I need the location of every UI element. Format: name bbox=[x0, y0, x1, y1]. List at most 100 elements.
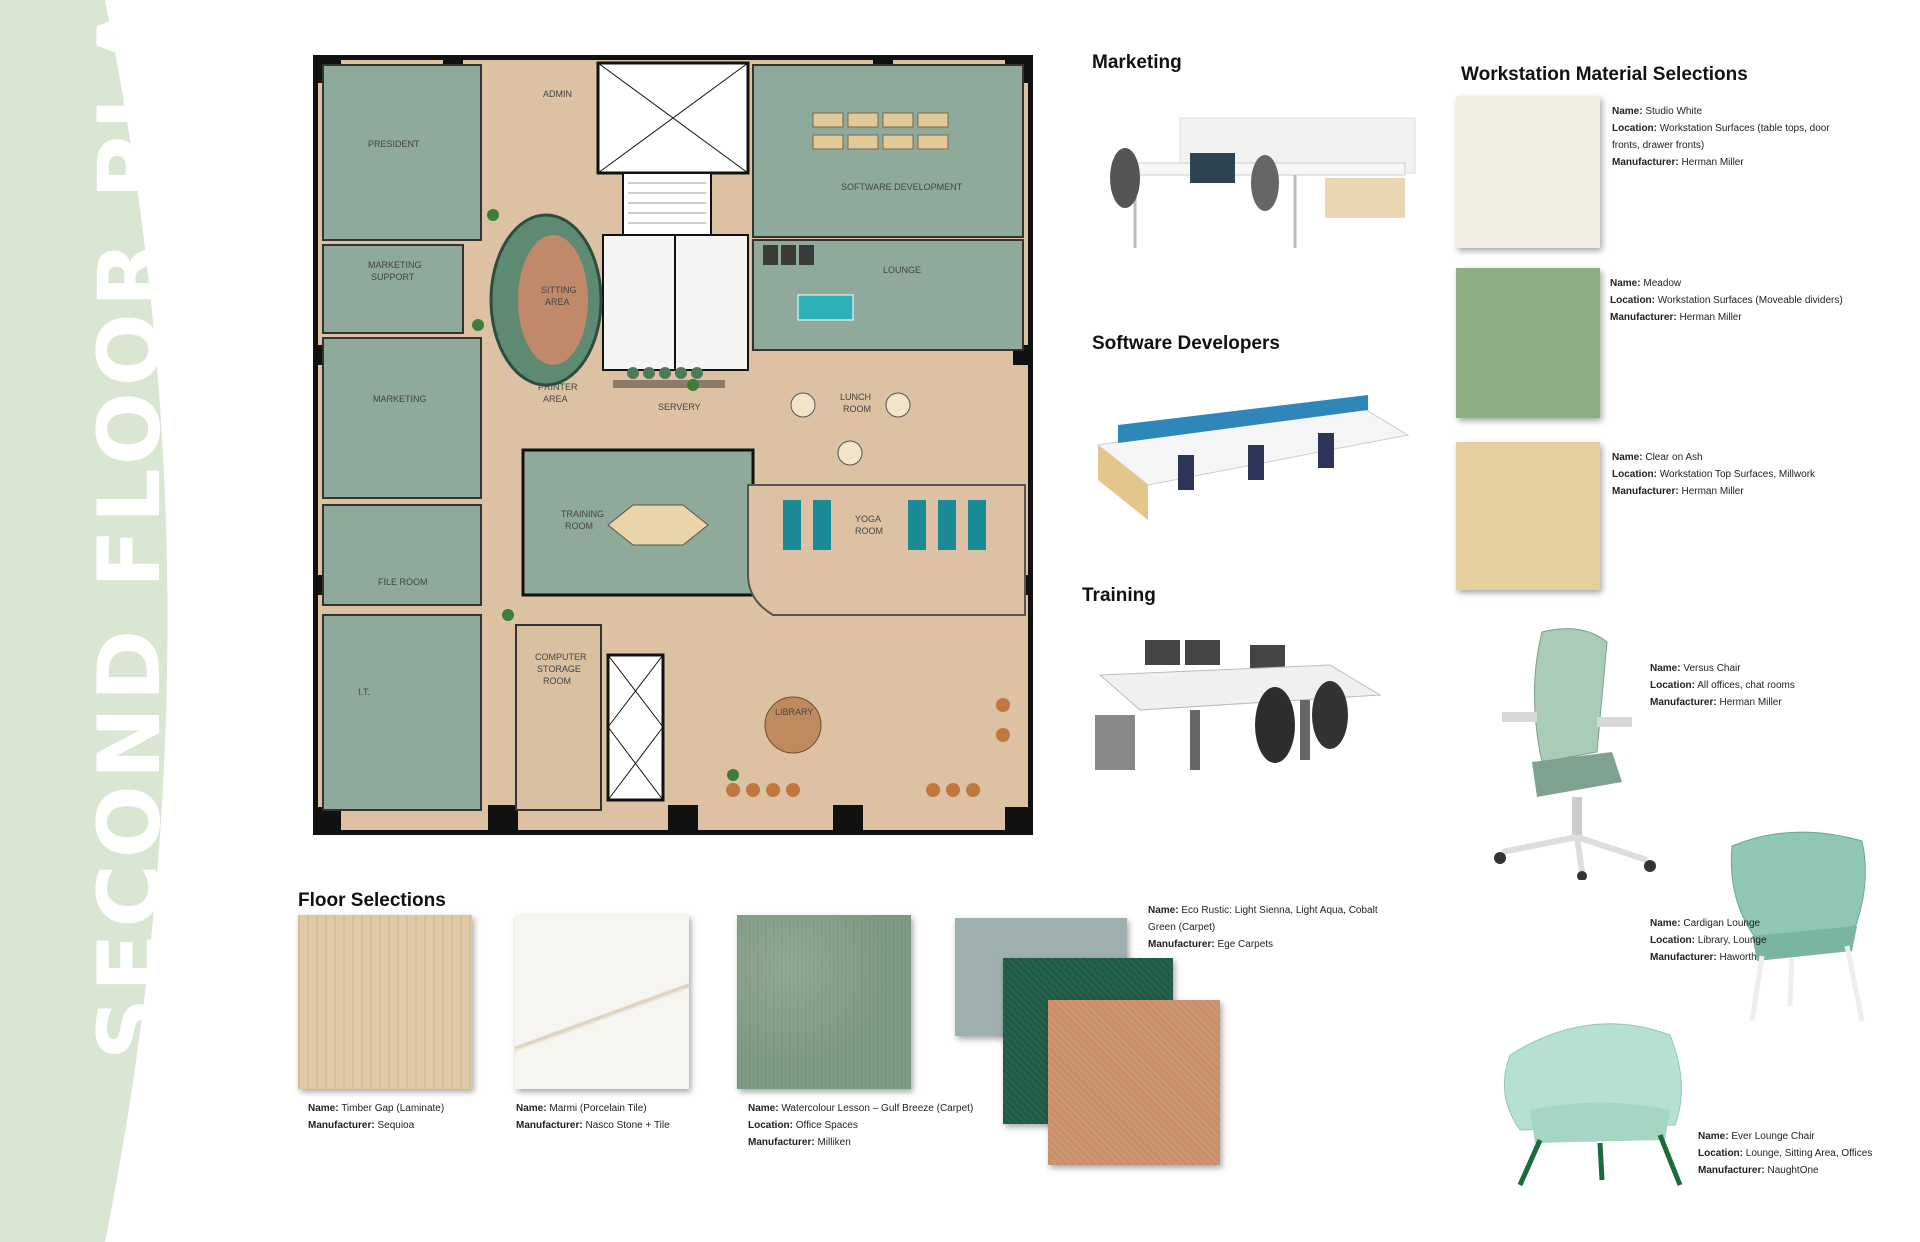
label-yoga-1: YOGA bbox=[855, 514, 881, 524]
swatch-timber-gap bbox=[298, 915, 472, 1089]
location-label: Location: bbox=[1698, 1148, 1743, 1159]
floor-manufacturer: Nasco Stone + Tile bbox=[585, 1120, 670, 1131]
marketing-support-office bbox=[322, 244, 464, 334]
label-sitting-1: SITTING bbox=[541, 285, 577, 295]
label-software: SOFTWARE DEVELOPMENT bbox=[841, 182, 963, 192]
software-room bbox=[752, 64, 1024, 238]
label-president: PRESIDENT bbox=[368, 139, 420, 149]
ever-lounge-image bbox=[1503, 1023, 1683, 1187]
manufacturer-label: Manufacturer: bbox=[748, 1137, 815, 1148]
label-it: I.T. bbox=[358, 687, 370, 697]
material-manufacturer: Herman Miller bbox=[1679, 312, 1742, 323]
manufacturer-label: Manufacturer: bbox=[1148, 939, 1215, 950]
name-label: Name: bbox=[1610, 278, 1641, 289]
library-table bbox=[764, 696, 822, 754]
material-name: Studio White bbox=[1645, 106, 1703, 117]
label-marketing-support-1: MARKETING bbox=[368, 260, 422, 270]
label-marketing: MARKETING bbox=[373, 394, 427, 404]
location-label: Location: bbox=[1610, 295, 1655, 306]
chair-location: Library, Lounge bbox=[1697, 935, 1767, 946]
chair-info-cardigan: Name: Cardigan Lounge Location: Library,… bbox=[1650, 915, 1830, 966]
swatch-marmi bbox=[515, 915, 689, 1089]
it-office bbox=[322, 614, 482, 811]
material-location: Workstation Surfaces (Moveable dividers) bbox=[1657, 295, 1843, 306]
floor-info-marmi: Name: Marmi (Porcelain Tile) Manufacture… bbox=[516, 1100, 696, 1134]
manufacturer-label: Manufacturer: bbox=[1612, 157, 1679, 168]
label-computer-1: COMPUTER bbox=[535, 652, 587, 662]
president-office bbox=[322, 64, 482, 241]
floor-selections-heading: Floor Selections bbox=[298, 890, 446, 911]
side-band bbox=[0, 0, 168, 1242]
floor-name: Marmi (Porcelain Tile) bbox=[549, 1103, 647, 1114]
location-label: Location: bbox=[1612, 469, 1657, 480]
chair-manufacturer: NaughtOne bbox=[1767, 1165, 1819, 1176]
label-lounge: LOUNGE bbox=[883, 265, 921, 275]
location-label: Location: bbox=[1650, 935, 1695, 946]
label-sitting-2: AREA bbox=[545, 297, 570, 307]
label-training-2: ROOM bbox=[565, 521, 593, 531]
material-name: Clear on Ash bbox=[1645, 452, 1703, 463]
location-label: Location: bbox=[1612, 123, 1657, 134]
material-location: Workstation Surfaces (table tops, door f… bbox=[1612, 123, 1830, 151]
label-file: FILE ROOM bbox=[378, 577, 428, 587]
chair-info-versus: Name: Versus Chair Location: All offices… bbox=[1650, 660, 1870, 711]
manufacturer-label: Manufacturer: bbox=[1612, 486, 1679, 497]
chair-location: Lounge, Sitting Area, Offices bbox=[1745, 1148, 1873, 1159]
material-name: Meadow bbox=[1643, 278, 1682, 289]
location-label: Location: bbox=[748, 1120, 793, 1131]
chair-name: Ever Lounge Chair bbox=[1731, 1131, 1815, 1142]
material-manufacturer: Herman Miller bbox=[1681, 486, 1744, 497]
floor-name: Watercolour Lesson – Gulf Breeze (Carpet… bbox=[781, 1103, 974, 1114]
floor-plan: ADMIN PRESIDENT MARKETING SUPPORT SITTIN… bbox=[313, 55, 1033, 835]
computer-storage bbox=[515, 624, 602, 811]
label-marketing-support-2: SUPPORT bbox=[371, 272, 415, 282]
label-yoga-2: ROOM bbox=[855, 526, 883, 536]
label-computer-2: STORAGE bbox=[537, 664, 581, 674]
floor-info-watercolour: Name: Watercolour Lesson – Gulf Breeze (… bbox=[748, 1100, 978, 1151]
chair-name: Cardigan Lounge bbox=[1683, 918, 1761, 929]
label-training-1: TRAINING bbox=[561, 509, 604, 519]
swatch-meadow bbox=[1456, 268, 1600, 418]
label-computer-3: ROOM bbox=[543, 676, 571, 686]
marketing-office bbox=[322, 337, 482, 499]
label-admin: ADMIN bbox=[543, 89, 572, 99]
swatch-watercolour-lesson bbox=[737, 915, 911, 1089]
name-label: Name: bbox=[308, 1103, 339, 1114]
chair-location: All offices, chat rooms bbox=[1697, 680, 1795, 691]
name-label: Name: bbox=[1650, 918, 1681, 929]
versus-chair-image bbox=[1494, 628, 1656, 880]
floor-info-eco-rustic: Name: Eco Rustic: Light Sienna, Light Aq… bbox=[1148, 902, 1378, 953]
location-label: Location: bbox=[1650, 680, 1695, 691]
software-workstation-image bbox=[1096, 395, 1410, 520]
label-printer-1: PRINTER bbox=[538, 382, 578, 392]
marketing-heading: Marketing bbox=[1092, 52, 1182, 73]
name-label: Name: bbox=[1612, 452, 1643, 463]
label-lunch-1: LUNCH bbox=[840, 392, 871, 402]
label-servery: SERVERY bbox=[658, 402, 701, 412]
software-heading: Software Developers bbox=[1092, 333, 1280, 354]
material-info-clear-on-ash: Name: Clear on Ash Location: Workstation… bbox=[1612, 449, 1852, 500]
label-library: LIBRARY bbox=[775, 707, 813, 717]
manufacturer-label: Manufacturer: bbox=[1650, 697, 1717, 708]
swatch-studio-white bbox=[1456, 96, 1600, 248]
chair-info-ever: Name: Ever Lounge Chair Location: Lounge… bbox=[1698, 1128, 1898, 1179]
floor-manufacturer: Milliken bbox=[817, 1137, 851, 1148]
name-label: Name: bbox=[516, 1103, 547, 1114]
floor-name: Timber Gap (Laminate) bbox=[341, 1103, 445, 1114]
material-location: Workstation Top Surfaces, Millwork bbox=[1659, 469, 1816, 480]
manufacturer-label: Manufacturer: bbox=[308, 1120, 375, 1131]
workstation-heading: Workstation Material Selections bbox=[1461, 64, 1748, 85]
manufacturer-label: Manufacturer: bbox=[1610, 312, 1677, 323]
floor-location: Office Spaces bbox=[795, 1120, 858, 1131]
floor-info-timber-gap: Name: Timber Gap (Laminate) Manufacturer… bbox=[308, 1100, 478, 1134]
manufacturer-label: Manufacturer: bbox=[1650, 952, 1717, 963]
label-printer-2: AREA bbox=[543, 394, 568, 404]
material-info-meadow: Name: Meadow Location: Workstation Surfa… bbox=[1610, 275, 1850, 326]
training-workstation-image bbox=[1095, 640, 1382, 770]
chair-name: Versus Chair bbox=[1683, 663, 1741, 674]
material-manufacturer: Herman Miller bbox=[1681, 157, 1744, 168]
name-label: Name: bbox=[1148, 905, 1179, 916]
label-lunch-2: ROOM bbox=[843, 404, 871, 414]
manufacturer-label: Manufacturer: bbox=[516, 1120, 583, 1131]
manufacturer-label: Manufacturer: bbox=[1698, 1165, 1765, 1176]
